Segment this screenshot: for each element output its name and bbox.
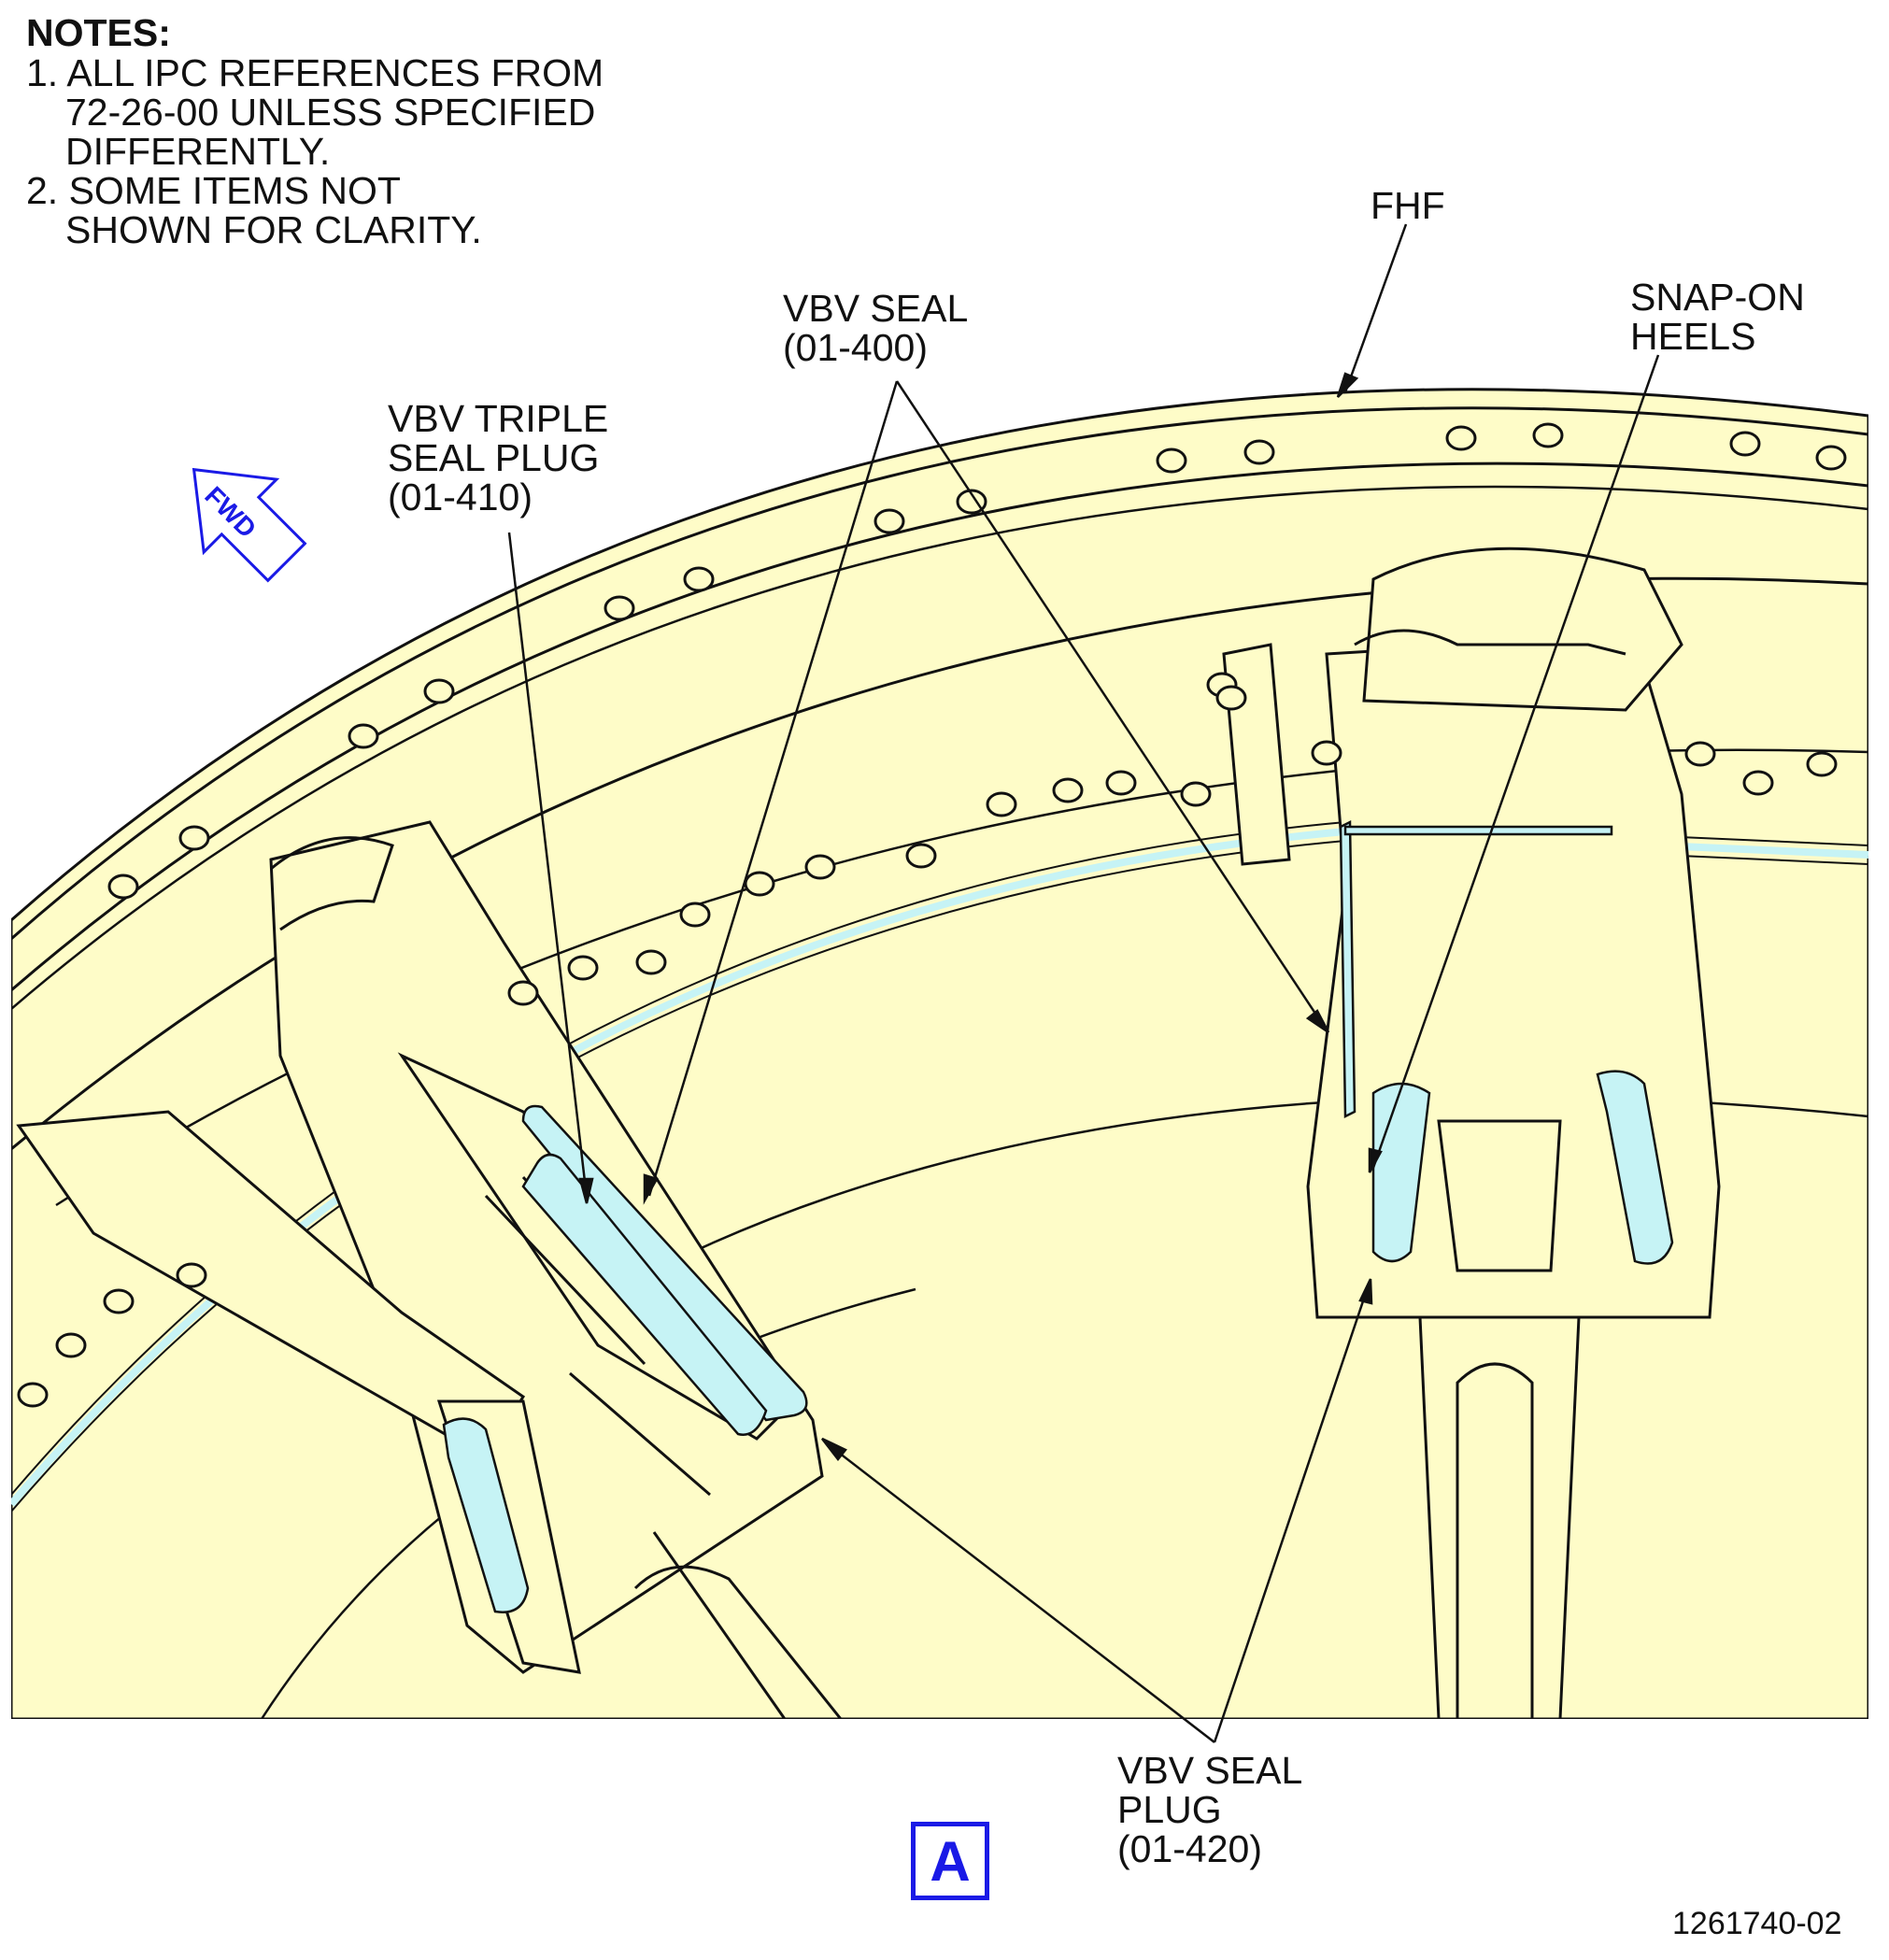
notes-line-4: 2. SOME ITEMS NOT	[26, 169, 401, 212]
callout-snap-on-heels-line-1: SNAP-ON	[1630, 276, 1805, 319]
callout-vbv-seal-line-1: VBV SEAL	[783, 287, 969, 330]
callout-fhf: FHF	[1371, 184, 1445, 227]
notes-line-1: 1. ALL IPC REFERENCES FROM	[26, 51, 604, 94]
figure-number: 1261740-02	[1672, 1906, 1842, 1941]
engine-frame-drawing	[11, 388, 1868, 1719]
seal-ring-band-fill	[11, 827, 1868, 1507]
callout-vbv-seal-plug-line-3: (01-420)	[1117, 1827, 1262, 1870]
flange-ring-3	[11, 485, 1868, 1010]
leader-lines	[507, 223, 1660, 1743]
left-vbv-seal	[442, 1104, 808, 1613]
view-label-box: A	[911, 1822, 989, 1900]
callout-vbv-triple-seal-plug-line-1: VBV TRIPLE	[388, 397, 609, 440]
outer-flange-edge	[11, 406, 1868, 941]
notes-line-5: SHOWN FOR CLARITY.	[65, 208, 482, 251]
callout-vbv-triple-seal-plug-line-3: (01-410)	[388, 476, 533, 518]
right-vbv-seal	[1339, 819, 1674, 1265]
flange-bolt-holes	[17, 422, 1847, 1408]
callout-vbv-seal-plug-line-1: VBV SEAL	[1117, 1749, 1303, 1792]
seal-ring-band	[11, 820, 1868, 1496]
notes-title: NOTES:	[26, 11, 171, 54]
notes-line-2: 72-26-00 UNLESS SPECIFIED	[65, 91, 596, 134]
flange-ring-2	[11, 462, 1868, 992]
callout-snap-on-heels-line-2: HEELS	[1630, 315, 1756, 358]
callout-vbv-seal-plug-line-2: PLUG	[1117, 1788, 1222, 1831]
callout-vbv-triple-seal-plug-line-2: SEAL PLUG	[388, 436, 600, 479]
notes-line-3: DIFFERENTLY.	[65, 130, 331, 173]
fwd-arrow: FWD	[192, 467, 307, 583]
callout-vbv-seal-line-2: (01-400)	[783, 326, 928, 369]
inner-ring-2	[11, 839, 1868, 1513]
